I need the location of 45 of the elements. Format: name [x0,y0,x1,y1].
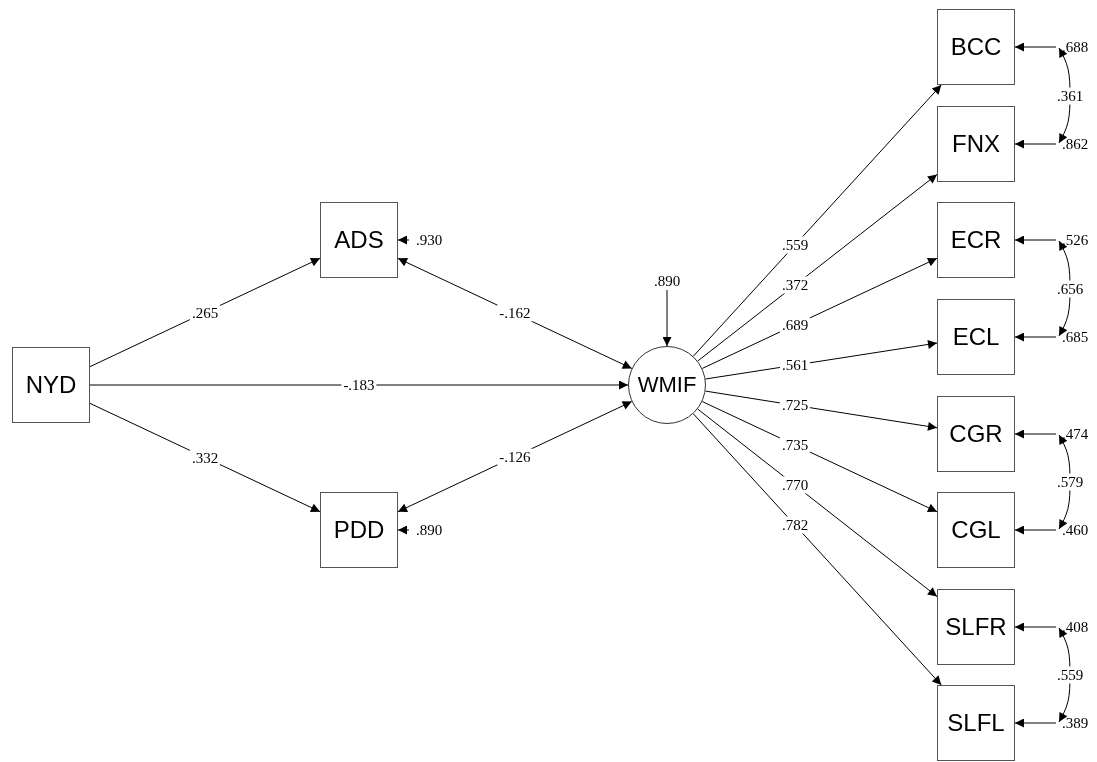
residual-value: .890 [409,521,449,539]
variable-box: SLFL [937,685,1015,761]
latent-variable-circle: WMIF [628,346,706,424]
path-arrow [397,235,410,245]
path-arrow [1014,525,1057,535]
residual-value: .460 [1056,521,1094,539]
residual-value: .685 [1056,328,1094,346]
edge-label: .265 [189,304,221,321]
path-arrow [1014,235,1057,245]
variable-box: ECR [937,202,1015,278]
path-arrow [89,380,629,390]
residual-value: .862 [1056,135,1094,153]
path-arrow [697,173,938,362]
path-arrow [1014,42,1057,52]
residual-value: .389 [1056,714,1094,732]
edge-label: -.162 [497,304,533,322]
variable-box: CGR [937,396,1015,472]
path-arrow [1014,429,1057,439]
path-arrow [697,408,938,597]
edge-label: .689 [779,316,811,334]
path-arrow [1014,139,1057,149]
path-arrow [1014,718,1057,728]
path-arrow [1014,332,1057,342]
path-arrow [692,84,942,357]
edge-label: -.126 [497,448,533,466]
variable-box: ADS [320,202,398,278]
residual-value: .930 [409,231,449,249]
residual-value: .474 [1056,425,1094,443]
path-arrow [692,413,942,686]
edge-label: .735 [779,436,811,454]
residual-value: .890 [647,272,687,290]
variable-box: BCC [937,9,1015,85]
variable-box: PDD [320,492,398,568]
edge-label: .332 [189,449,221,466]
residual-value: .688 [1056,38,1094,56]
residual-value: .408 [1056,618,1094,636]
variable-box: FNX [937,106,1015,182]
residual-value: .526 [1056,231,1094,249]
variable-box: ECL [937,299,1015,375]
variable-box: SLFR [937,589,1015,665]
variable-box: CGL [937,492,1015,568]
path-arrow [1014,622,1057,632]
path-arrow [397,525,410,535]
variable-box: NYD [12,347,90,423]
path-arrow [662,289,672,347]
